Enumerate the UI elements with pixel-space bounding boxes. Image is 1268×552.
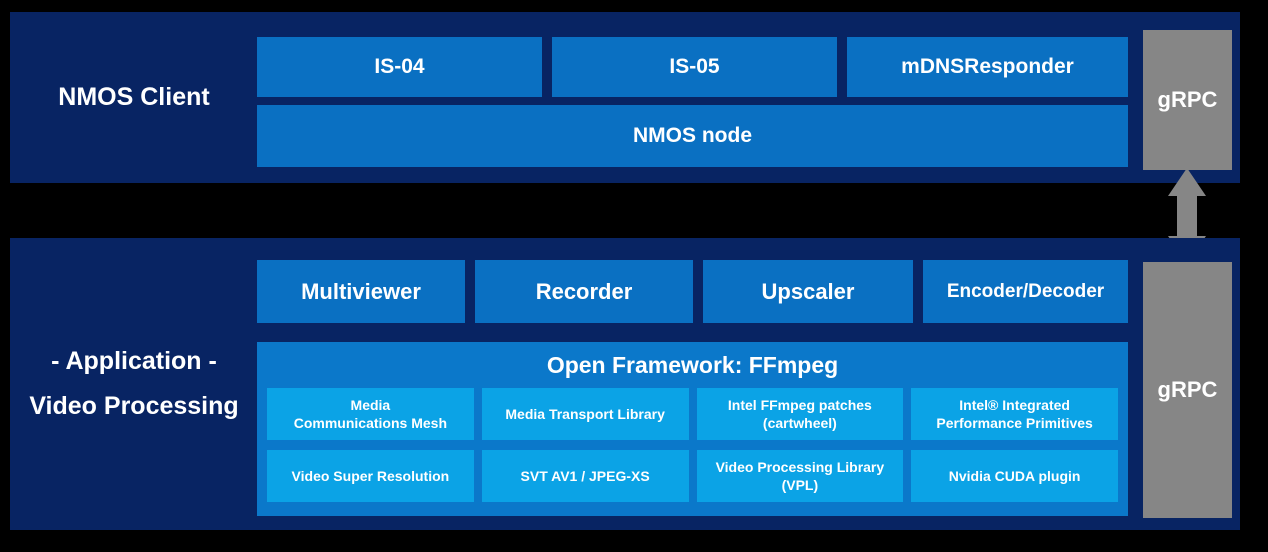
ffmpeg-framework-grid: Media Communications Mesh Media Transpor… xyxy=(267,388,1118,502)
application-section: - Application - Video Processing Multivi… xyxy=(10,238,1240,530)
ffmpeg-framework-title: Open Framework: FFmpeg xyxy=(546,351,839,378)
grpc-application-box: gRPC xyxy=(1143,262,1232,518)
upscaler-label: Upscaler xyxy=(761,278,855,304)
svt-av1-jpeg-xs-box: SVT AV1 / JPEG-XS xyxy=(481,450,689,502)
nvidia-cuda-plugin-box: Nvidia CUDA plugin xyxy=(911,450,1118,502)
video-super-resolution-box: Video Super Resolution xyxy=(267,450,474,502)
ffmpeg-framework-box: Open Framework: FFmpeg Media Communicati… xyxy=(257,342,1128,516)
encoder-decoder-box: Encoder/Decoder xyxy=(923,260,1128,323)
upscaler-box: Upscaler xyxy=(703,260,913,323)
recorder-label: Recorder xyxy=(535,278,633,304)
nmos-client-label: NMOS Client xyxy=(10,12,258,183)
multiviewer-label: Multiviewer xyxy=(301,278,421,304)
recorder-box: Recorder xyxy=(475,260,693,323)
nmos-node-box: NMOS node xyxy=(257,105,1128,167)
mdnsresponder-box: mDNSResponder xyxy=(847,37,1128,97)
is-05-box: IS-05 xyxy=(552,37,837,97)
video-processing-library-box: Video Processing Library (VPL) xyxy=(696,450,904,502)
grpc-client-box: gRPC xyxy=(1143,30,1232,170)
application-label-line2: Video Processing xyxy=(29,392,239,420)
is-05-label: IS-05 xyxy=(669,55,720,78)
grpc-client-label: gRPC xyxy=(1157,87,1218,112)
grpc-application-label: gRPC xyxy=(1157,377,1218,402)
is-04-box: IS-04 xyxy=(257,37,542,97)
intel-integrated-performance-primitives-box: Intel® Integrated Performance Primitives xyxy=(911,388,1118,440)
encoder-decoder-label: Encoder/Decoder xyxy=(946,280,1105,302)
application-label-line1: - Application - xyxy=(51,347,217,375)
multiviewer-box: Multiviewer xyxy=(257,260,465,323)
media-transport-library-box: Media Transport Library xyxy=(481,388,689,440)
intel-ffmpeg-patches-box: Intel FFmpeg patches (cartwheel) xyxy=(696,388,904,440)
nmos-client-label-text: NMOS Client xyxy=(58,83,210,111)
is-04-label: IS-04 xyxy=(374,55,425,78)
application-label: - Application - Video Processing xyxy=(10,238,258,530)
media-communications-mesh-box: Media Communications Mesh xyxy=(267,388,474,440)
nmos-client-section: NMOS Client IS-04 IS-05 mDNSResponder NM… xyxy=(10,12,1240,183)
mdnsresponder-label: mDNSResponder xyxy=(901,55,1074,78)
nmos-node-label: NMOS node xyxy=(633,124,752,147)
